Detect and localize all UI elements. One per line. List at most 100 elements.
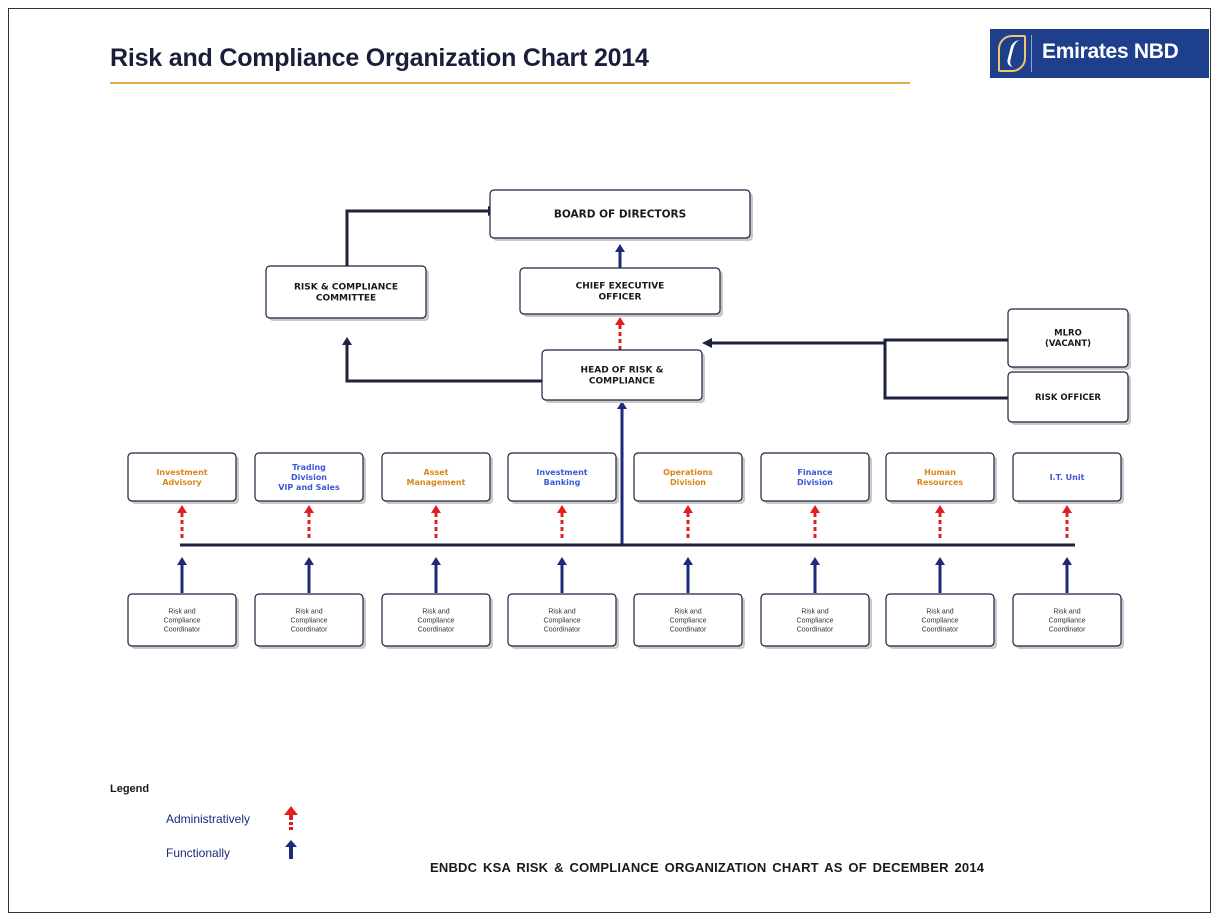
division-func-arrow-2	[304, 557, 314, 593]
division-admin-arrow-8	[1062, 505, 1072, 540]
coordinator-box-1-text: Coordinator	[164, 626, 201, 633]
coordinator-box-1-text: Risk and	[168, 608, 195, 615]
coordinator-box-2-text: Compliance	[291, 617, 328, 624]
division-func-arrow-5-head	[683, 557, 693, 565]
division-admin-arrow-7	[935, 505, 945, 540]
coordinator-box-6-text: Risk and	[801, 608, 828, 615]
division-box-3-rect	[381, 452, 491, 502]
coordinator-box-3-text: Risk and	[422, 608, 449, 615]
division-func-arrow-3-head	[431, 557, 441, 565]
division-admin-arrow-6-head	[810, 505, 820, 513]
division-box-1-rect	[127, 452, 237, 502]
bus-to-head-arrow	[617, 401, 627, 545]
division-admin-arrow-2	[304, 505, 314, 540]
division-box-5-rect	[633, 452, 743, 502]
division-admin-arrow-4-head	[557, 505, 567, 513]
division-func-arrow-8-head	[1062, 557, 1072, 565]
committee-box-rect	[265, 265, 427, 319]
division-func-arrow-6-head	[810, 557, 820, 565]
division-admin-arrow-5-head	[683, 505, 693, 513]
board-box-text: BOARD OF DIRECTORS	[554, 209, 686, 221]
division-func-arrow-7	[935, 557, 945, 593]
division-func-arrow-4	[557, 557, 567, 593]
division-box-4-text: Investment	[536, 468, 587, 477]
division-box-2-text: VIP and Sales	[278, 483, 340, 492]
coordinator-box-7-text: Coordinator	[922, 626, 959, 633]
func-arrow-icon	[285, 840, 297, 859]
emirates-nbd-logo: Emirates NBD	[990, 29, 1209, 78]
division-box-4-text: Banking	[544, 478, 581, 487]
coordinator-box-4-text: Risk and	[548, 608, 575, 615]
mlro-box-rect	[1007, 308, 1129, 368]
division-box-4-rect	[507, 452, 617, 502]
risk-officer-box-text: RISK OFFICER	[1035, 393, 1101, 403]
coordinator-box-5-text: Coordinator	[670, 626, 707, 633]
division-admin-arrow-4	[557, 505, 567, 540]
risk-officer-box-rect	[1007, 371, 1129, 423]
coordinator-box-6-text: Coordinator	[797, 626, 834, 633]
head-arrow-head	[702, 338, 712, 348]
division-box-1-text: Advisory	[162, 478, 202, 487]
mlro-box-text: MLRO	[1054, 329, 1082, 339]
coordinator-box-3-text: Compliance	[418, 617, 455, 624]
legend-title: Legend	[110, 783, 150, 795]
division-box-6-text: Division	[797, 478, 833, 487]
ceo-box-rect	[519, 267, 721, 315]
board-box: BOARD OF DIRECTORS	[489, 189, 753, 241]
division-box-8-rect	[1012, 452, 1122, 502]
division-admin-arrow-6	[810, 505, 820, 540]
logo-divider	[1031, 35, 1032, 72]
committee-arrow-head	[342, 337, 352, 345]
page-title: Risk and Compliance Organization Chart 2…	[110, 44, 649, 72]
division-admin-arrow-2-head	[304, 505, 314, 513]
division-box-3-text: Asset	[424, 468, 449, 477]
coordinator-box-4-text: Compliance	[544, 617, 581, 624]
division-box-1-text: Investment	[156, 468, 207, 477]
legend-administratively-label: Administratively	[166, 812, 251, 826]
committee-box-text: RISK & COMPLIANCE	[294, 283, 398, 293]
division-box-7-text: Resources	[917, 478, 964, 487]
title-underline	[110, 82, 910, 84]
division-admin-arrow-1	[177, 505, 187, 540]
division-func-arrow-1-head	[177, 557, 187, 565]
coordinator-box-8-text: Compliance	[1049, 617, 1086, 624]
division-func-arrow-2-head	[304, 557, 314, 565]
board-box-rect	[489, 189, 751, 239]
ceo-to-board-arrow-head	[615, 244, 625, 252]
division-box-6-rect	[760, 452, 870, 502]
ceo-box-text: OFFICER	[599, 293, 642, 303]
head-to-committee-line	[345, 345, 542, 383]
risk-officer-box: RISK OFFICER	[1007, 371, 1131, 425]
division-func-arrow-3	[431, 557, 441, 593]
head-to-ceo-arrow	[615, 317, 625, 350]
division-box-8: I.T. Unit	[1012, 452, 1124, 504]
coordinator-box-7-text: Compliance	[922, 617, 959, 624]
division-admin-arrow-1-head	[177, 505, 187, 513]
coordinator-box-8-rect	[1012, 593, 1122, 647]
coordinator-box-5-text: Compliance	[670, 617, 707, 624]
division-box-7-text: Human	[924, 468, 956, 477]
connectors	[177, 206, 1075, 593]
boxes: BOARD OF DIRECTORS CHIEF EXECUTIVEOFFICER…	[127, 189, 1131, 649]
coordinator-box-6-text: Compliance	[797, 617, 834, 624]
division-box-3-text: Management	[407, 478, 466, 487]
division-func-arrow-6	[810, 557, 820, 593]
coordinator-box-5-rect	[633, 593, 743, 647]
ceo-to-board-arrow	[615, 244, 625, 268]
division-admin-arrow-5	[683, 505, 693, 540]
admin-arrow-icon	[284, 806, 298, 830]
division-box-2-text: Trading	[292, 463, 326, 472]
